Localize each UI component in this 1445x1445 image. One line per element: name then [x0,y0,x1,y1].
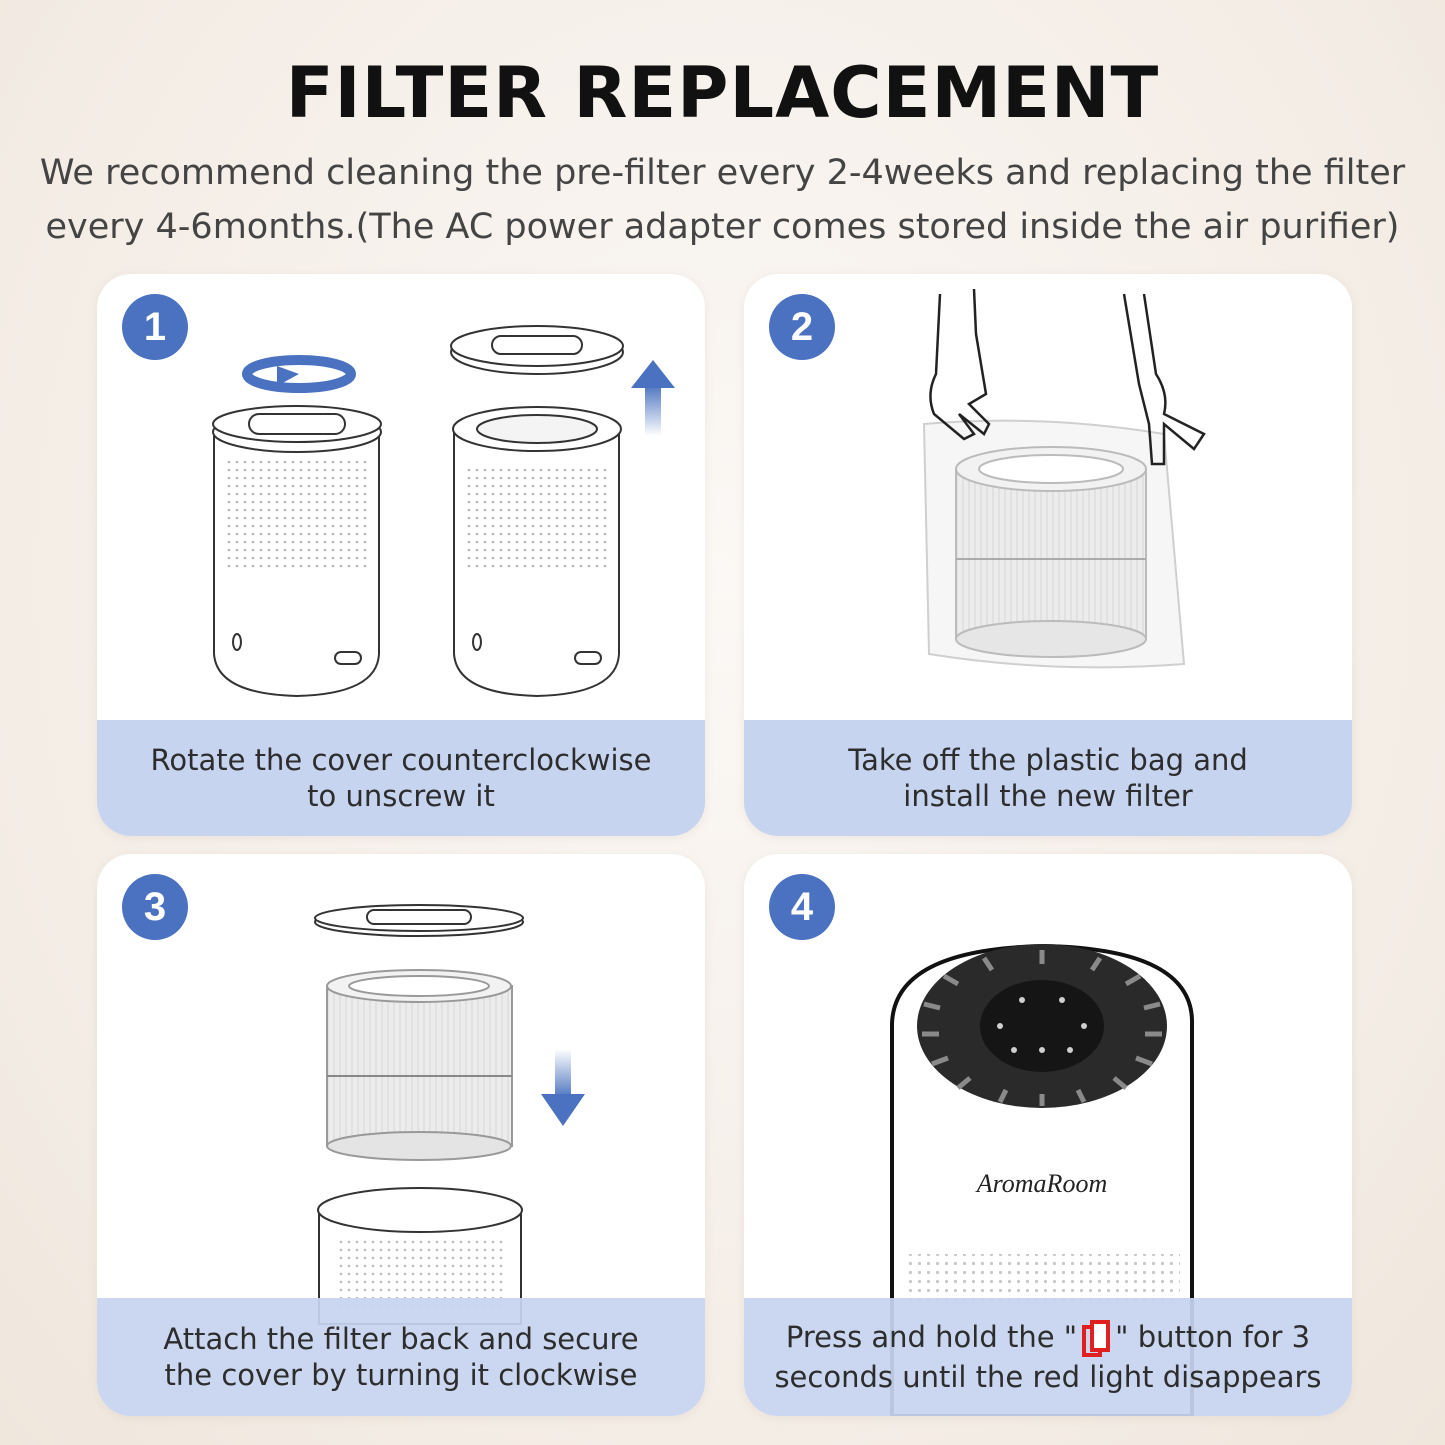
step-3-badge: 3 [122,874,188,940]
page-subtitle: We recommend cleaning the pre-filter eve… [30,146,1415,254]
step-2-illustration [922,288,1206,669]
step-3-caption: Attach the filter back and secure the co… [97,1298,705,1416]
step-2-badge: 2 [769,294,835,360]
step-4-caption-pre: Press and hold the " [785,1320,1078,1354]
step-3-caption-line-1: Attach the filter back and secure [163,1322,639,1356]
step-1-badge: 1 [122,294,188,360]
brand-logo: AromaRoom [975,1169,1107,1198]
step-4-card: AromaRoom 4 Press and hold the " " button… [744,854,1352,1416]
step-3-card: 3 Attach the filter back and secure the … [97,854,705,1416]
top-grille [917,944,1167,1108]
step-4-badge: 4 [769,874,835,940]
step-2-caption-line-2: install the new filter [903,779,1193,813]
step-4-caption-post: " button for 3 [1115,1320,1311,1354]
filter-cartridge [955,446,1147,658]
down-arrow-icon [541,1049,585,1126]
step-1-caption-line-1: Rotate the cover counterclockwise [150,743,652,777]
rotate-arrow-icon [242,355,356,393]
step-3-caption-line-2: the cover by turning it clockwise [164,1358,638,1392]
step-3-illustration [314,904,585,1325]
filter-cartridge-3 [326,969,513,1161]
step-4-caption: Press and hold the " " button for 3 secon… [744,1298,1352,1416]
subtitle-line-1: We recommend cleaning the pre-filter eve… [39,153,1406,193]
step-1-illustration [212,325,675,698]
up-arrow-icon [631,360,675,436]
step-4-caption-line-2: seconds until the red light disappears [774,1360,1322,1394]
cover-lifted [450,325,624,375]
page-title: FILTER REPLACEMENT [285,52,1160,134]
hands-drawing [929,288,1206,466]
step-1-caption: Rotate the cover counterclockwise to uns… [97,720,705,836]
purifier-open [452,406,622,698]
purifier-with-cover [212,405,382,698]
subtitle-line-2: every 4-6months.(The AC power adapter co… [45,207,1400,247]
cover-disc [314,904,524,937]
filter-reset-icon [1082,1320,1111,1357]
step-2-caption-line-1: Take off the plastic bag and [848,743,1248,777]
step-1-caption-line-2: to unscrew it [307,779,495,813]
step-4-caption-line-1: Press and hold the " " button for 3 [774,1319,1321,1359]
step-2-card: 2 Take off the plastic bag and install t… [744,274,1352,836]
step-2-caption: Take off the plastic bag and install the… [744,720,1352,836]
step-1-card: 1 Rotate the cover counterclockwise to u… [97,274,705,836]
